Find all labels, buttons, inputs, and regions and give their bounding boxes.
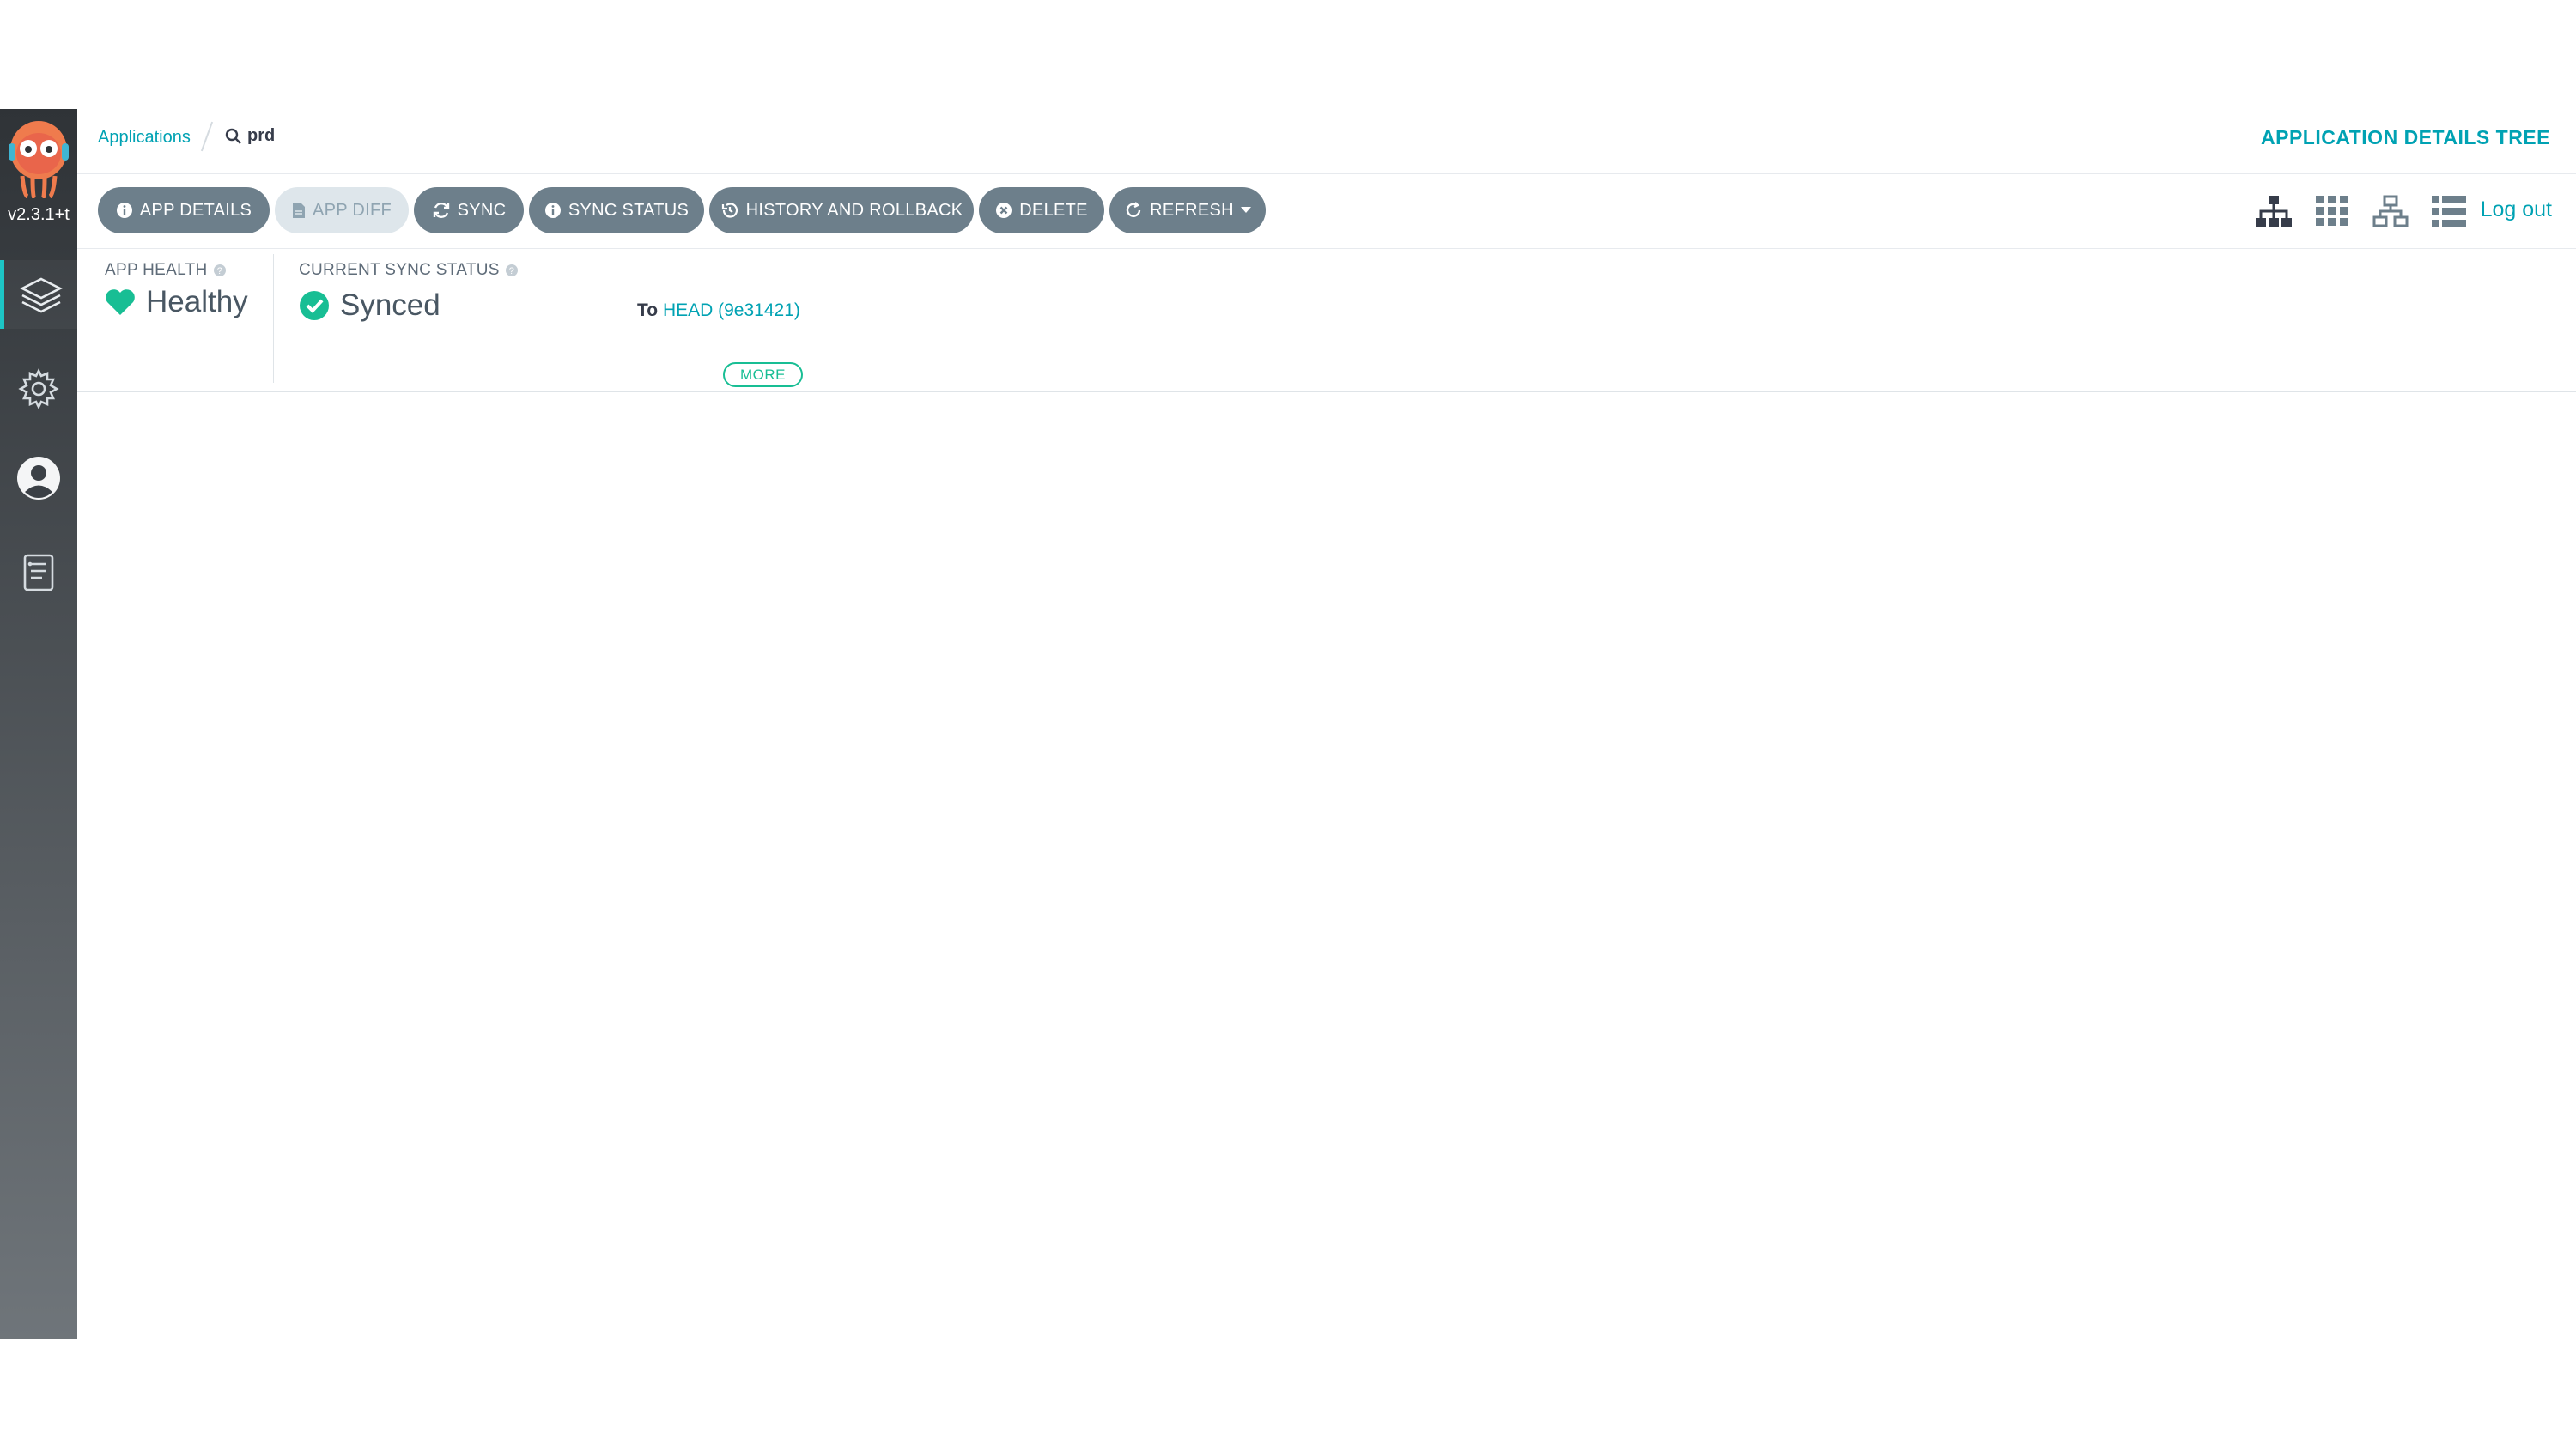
pods-view-icon[interactable] xyxy=(2313,194,2351,228)
current-sync-status-label-text: CURRENT SYNC STATUS xyxy=(299,261,500,279)
file-icon xyxy=(292,203,305,218)
logout-link[interactable]: Log out xyxy=(2480,197,2552,221)
current-sync-status-label: CURRENT SYNC STATUS ? xyxy=(299,261,519,280)
close-circle-icon xyxy=(996,203,1012,218)
toolbar: APP DETAILS APP DIFF SYNC SYNC STATUS HI… xyxy=(77,175,2576,249)
sync-status-button[interactable]: SYNC STATUS xyxy=(529,187,704,233)
history-and-rollback-label: HISTORY AND ROLLBACK xyxy=(745,200,963,220)
sidebar-item-applications[interactable] xyxy=(0,260,77,329)
status-divider xyxy=(273,254,274,383)
app-health-label: APP HEALTH ? xyxy=(105,261,227,280)
check-circle-icon xyxy=(300,291,329,320)
app-details-button[interactable]: APP DETAILS xyxy=(98,187,270,233)
sync-target-prefix: To xyxy=(637,300,659,320)
caret-down-icon xyxy=(1240,207,1251,213)
heart-icon xyxy=(106,289,135,315)
delete-label: DELETE xyxy=(1019,200,1088,220)
page-title: APPLICATION DETAILS TREE xyxy=(2261,126,2550,149)
svg-text:?: ? xyxy=(509,266,514,276)
top-bar: Applications prd APPLICATION DETAILS TRE… xyxy=(77,109,2576,174)
search-icon xyxy=(225,128,241,144)
gear-icon xyxy=(18,368,59,409)
argocd-app: v2.3.1+t xyxy=(0,109,2576,1339)
help-icon[interactable]: ? xyxy=(213,264,227,277)
sync-target-revision-link[interactable]: HEAD (9e31421) xyxy=(662,300,800,320)
app-details-label: APP DETAILS xyxy=(139,200,252,220)
status-panel: APP HEALTH ? Healthy CURRENT SYNC STATUS… xyxy=(77,249,2576,392)
info-icon xyxy=(544,203,561,218)
network-view-icon[interactable] xyxy=(2372,194,2409,228)
info-icon xyxy=(116,203,132,218)
delete-button[interactable]: DELETE xyxy=(979,187,1104,233)
breadcrumb-search-text: prd xyxy=(247,126,276,145)
svg-text:?: ? xyxy=(216,266,222,276)
sync-status-more-button[interactable]: MORE xyxy=(723,362,803,387)
sidebar-item-user-info[interactable] xyxy=(0,444,77,512)
app-health-text: Healthy xyxy=(146,285,248,318)
tree-view-icon[interactable] xyxy=(2255,194,2293,228)
app-health-label-text: APP HEALTH xyxy=(105,261,208,279)
list-view-icon[interactable] xyxy=(2430,194,2468,228)
layers-icon xyxy=(19,277,63,313)
history-and-rollback-button[interactable]: HISTORY AND ROLLBACK xyxy=(709,187,974,233)
help-icon[interactable]: ? xyxy=(505,264,519,277)
history-icon xyxy=(721,203,738,218)
sidebar-item-documentation[interactable] xyxy=(0,538,77,607)
docs-icon xyxy=(23,554,54,591)
sidebar: v2.3.1+t xyxy=(0,109,77,1339)
sync-status-label: SYNC STATUS xyxy=(568,200,690,220)
breadcrumb-applications-link[interactable]: Applications xyxy=(98,128,191,147)
app-health-value: Healthy xyxy=(105,285,248,319)
breadcrumb-separator xyxy=(200,121,214,152)
app-diff-button[interactable]: APP DIFF xyxy=(275,187,409,233)
sync-label: SYNC xyxy=(457,200,507,220)
current-sync-status-value: Synced xyxy=(299,288,440,323)
version-label: v2.3.1+t xyxy=(8,205,70,224)
sync-button[interactable]: SYNC xyxy=(414,187,524,233)
current-sync-status-text: Synced xyxy=(340,288,440,322)
argo-logo-icon[interactable] xyxy=(5,116,72,200)
refresh-label: REFRESH xyxy=(1150,200,1234,220)
refresh-icon xyxy=(1126,202,1141,217)
user-icon xyxy=(17,457,60,500)
sidebar-item-settings[interactable] xyxy=(0,355,77,423)
app-diff-label: APP DIFF xyxy=(312,200,392,220)
sync-icon xyxy=(433,203,449,218)
breadcrumb-search[interactable]: prd xyxy=(225,126,275,146)
sync-target: To HEAD (9e31421) xyxy=(637,300,800,321)
refresh-button[interactable]: REFRESH xyxy=(1109,187,1266,233)
